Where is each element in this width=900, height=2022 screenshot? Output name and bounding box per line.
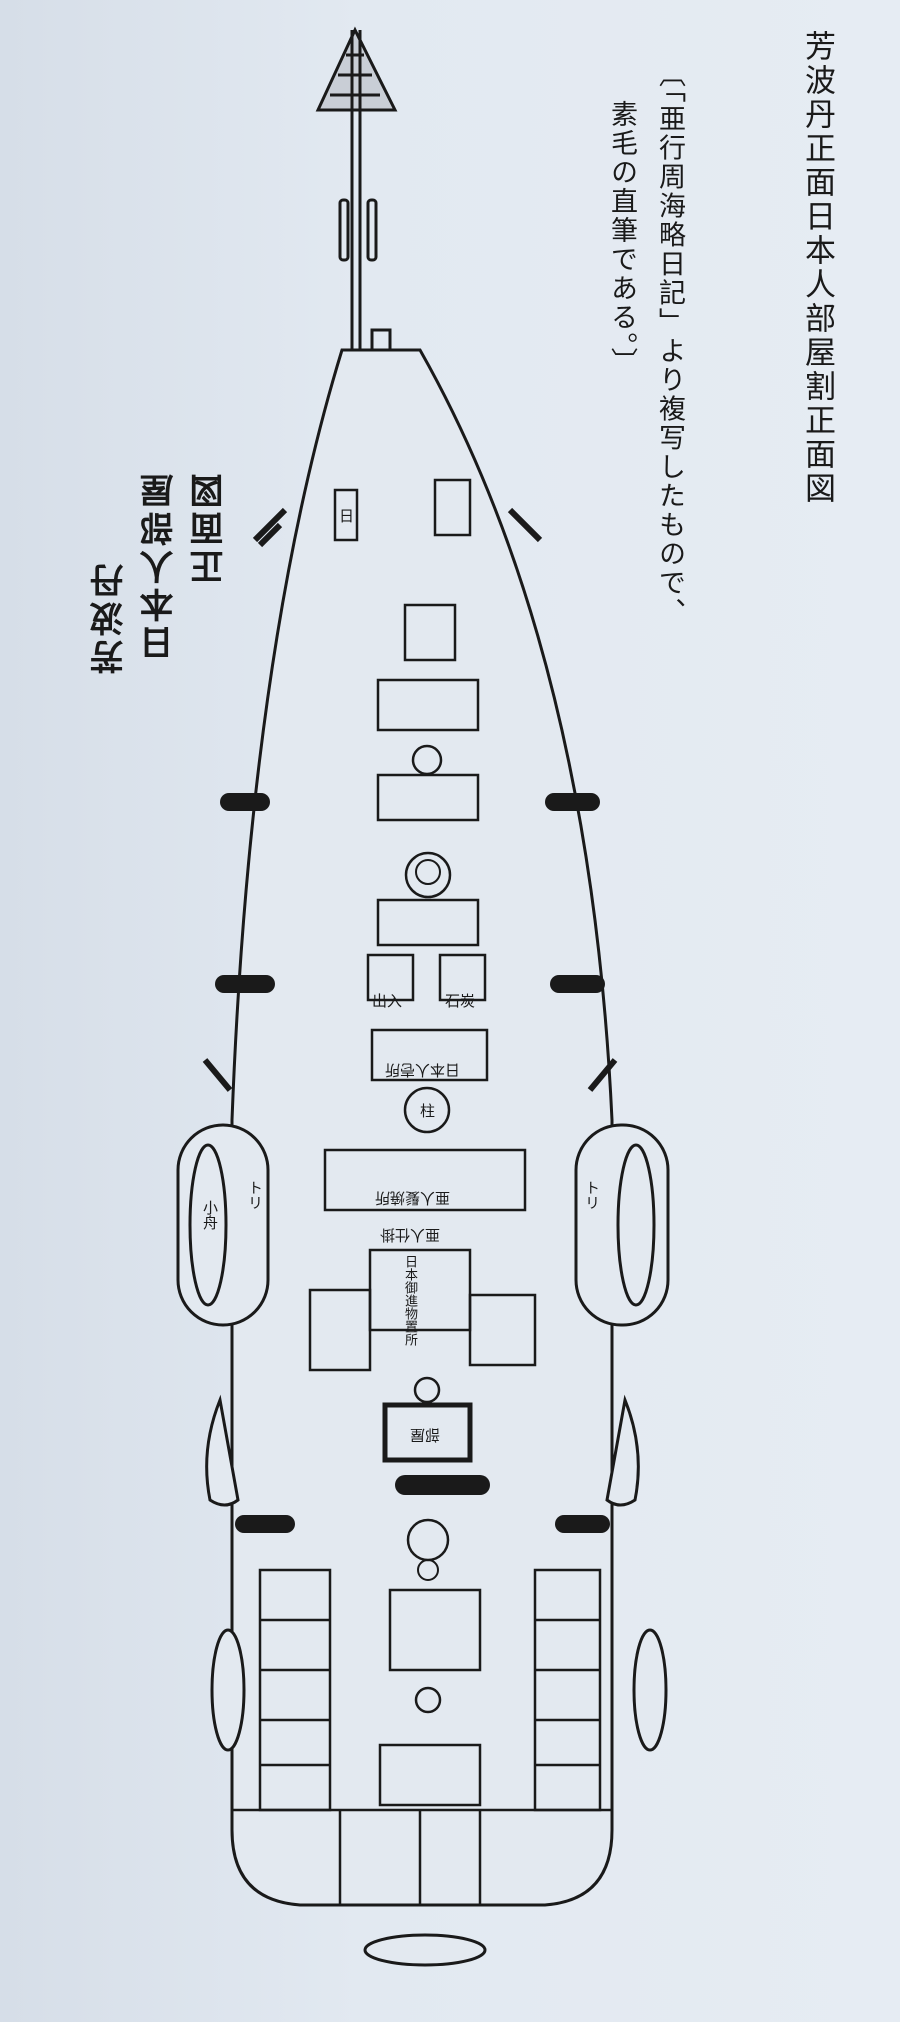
label-toilet-left: トリ	[246, 1180, 264, 1210]
label-entrance: 出入	[372, 992, 403, 1010]
label-pillar: 柱	[420, 1102, 436, 1120]
page-title: 芳波丹正面日本人部屋割正面図	[799, 30, 835, 506]
bowsprit	[315, 26, 398, 352]
small-boats	[205, 1394, 668, 1967]
hull-outline	[230, 348, 614, 1907]
handwritten-rooms-label: 日本人部屋	[140, 470, 180, 660]
side-cabins	[232, 1568, 612, 1905]
capstan-wheels	[415, 859, 441, 1581]
label-coal: 石炭	[445, 992, 476, 1010]
label-gift-store: 日本御進物置所	[402, 1255, 417, 1346]
label-toilet-right: トリ	[583, 1180, 601, 1210]
label-boat: 小舟	[201, 1200, 219, 1230]
anchor-icons	[202, 507, 618, 1092]
label-american-device: 亜人仕掛	[380, 1226, 441, 1244]
handwritten-view-label: 正面図	[190, 470, 230, 584]
label-american-barber: 亜人髪焼所	[375, 1189, 451, 1207]
paddle-boxes	[176, 1123, 670, 1327]
handwritten-ship-label: 芳波丹	[90, 560, 130, 674]
label-japanese-room: 日本人壱所	[385, 1061, 461, 1079]
deck-structures	[308, 478, 537, 1807]
label-sun: 日	[339, 507, 355, 525]
cannons	[215, 793, 610, 1533]
label-room: 部屋	[410, 1426, 441, 1444]
caption-line-1: 〔「亜行周海略日記」より複写したもので、	[654, 60, 685, 627]
caption-line-2: 素毛の直筆である。〕	[606, 100, 637, 377]
